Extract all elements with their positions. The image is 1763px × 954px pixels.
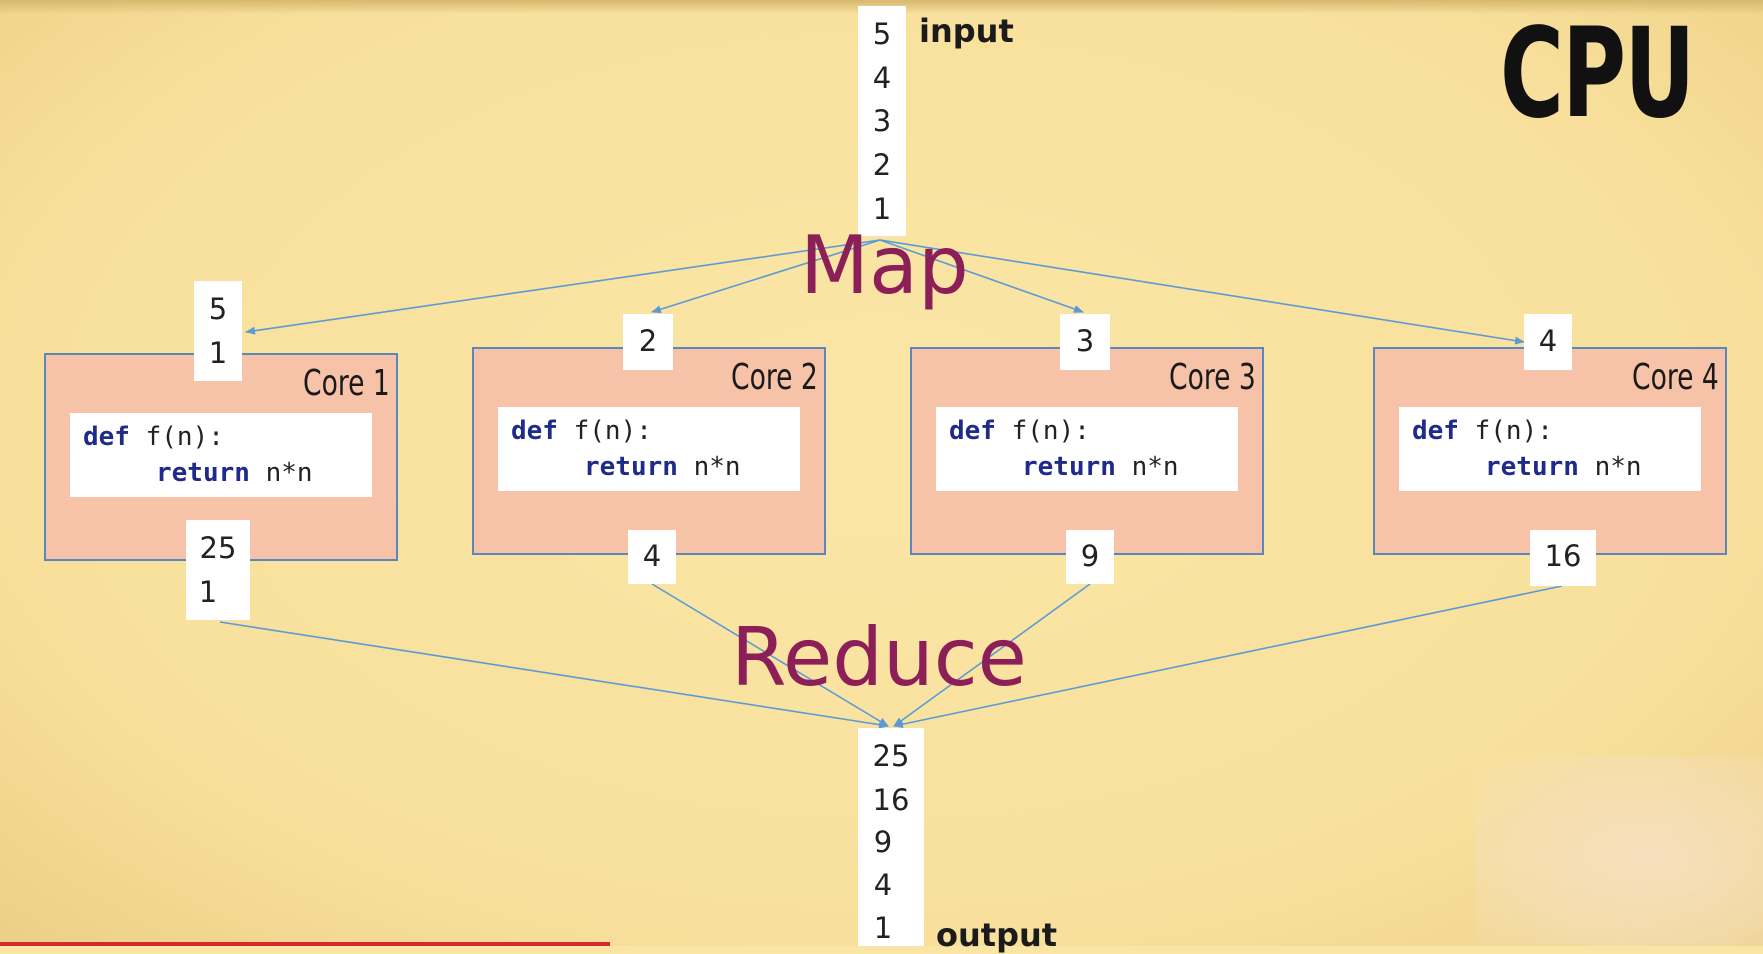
core-input-value: 2	[638, 324, 658, 358]
output-column: 25 16 9 4 1	[858, 728, 924, 946]
core-1-output: 25 1	[186, 520, 250, 620]
reduce-arrow-core-3	[893, 583, 1091, 727]
code-block: def f(n): return n*n	[498, 407, 800, 491]
def-keyword: def	[1412, 416, 1459, 446]
return-expression: n*n	[1115, 452, 1179, 482]
return-keyword: return	[1485, 452, 1579, 482]
core-name: Core 4	[1632, 357, 1719, 398]
page-title: CPU	[1500, 2, 1695, 146]
return-keyword: return	[1022, 452, 1116, 482]
output-value: 4	[873, 868, 893, 902]
core-3-output: 9	[1066, 530, 1114, 584]
output-value: 25	[872, 739, 910, 773]
map-arrow-core-4	[879, 239, 1525, 345]
return-keyword: return	[584, 452, 678, 482]
blurred-overlay	[1475, 756, 1763, 946]
map-arrow-core-2	[651, 239, 881, 314]
core-3-input: 3	[1060, 314, 1110, 370]
core-output-value: 9	[1080, 539, 1100, 573]
output-value: 1	[873, 911, 893, 945]
input-value: 1	[872, 192, 892, 226]
function-signature: f(n):	[557, 416, 652, 446]
def-keyword: def	[511, 416, 558, 446]
core-2-input: 2	[623, 314, 673, 370]
reduce-arrow-core-4	[893, 585, 1563, 729]
input-value: 5	[872, 17, 892, 51]
core-2-output: 4	[628, 530, 676, 584]
function-signature: f(n):	[129, 422, 224, 452]
core-input-value: 5	[208, 292, 228, 326]
def-keyword: def	[949, 416, 996, 446]
map-arrow-core-1	[245, 239, 881, 335]
core-3-box: Core 3 def f(n): return n*n	[910, 347, 1264, 555]
core-input-value: 3	[1075, 324, 1095, 358]
code-block: def f(n): return n*n	[1399, 407, 1701, 491]
core-4-box: Core 4 def f(n): return n*n	[1373, 347, 1727, 555]
input-value: 3	[872, 104, 892, 138]
core-name: Core 3	[1169, 357, 1256, 398]
function-signature: f(n):	[1458, 416, 1553, 446]
input-column: 5 4 3 2 1	[858, 6, 906, 236]
return-expression: n*n	[677, 452, 741, 482]
core-name: Core 2	[731, 357, 818, 398]
reduce-arrow-core-1	[219, 621, 889, 729]
output-value: 9	[873, 825, 893, 859]
core-output-value: 25	[199, 531, 237, 565]
function-signature: f(n):	[995, 416, 1090, 446]
core-name: Core 1	[303, 363, 390, 404]
output-value: 16	[872, 783, 910, 817]
core-input-value: 1	[208, 336, 228, 370]
code-block: def f(n): return n*n	[936, 407, 1238, 491]
core-4-input: 4	[1524, 314, 1572, 370]
core-output-value: 4	[642, 539, 662, 573]
output-label: output	[936, 916, 1058, 954]
map-arrow-core-3	[879, 239, 1084, 313]
input-value: 4	[872, 61, 892, 95]
core-4-output: 16	[1530, 530, 1596, 586]
reduce-arrow-core-2	[651, 583, 889, 727]
core-input-value: 4	[1538, 324, 1558, 358]
reduce-label: Reduce	[731, 611, 1027, 704]
input-label: input	[919, 12, 1014, 50]
core-output-value: 16	[1544, 539, 1582, 573]
code-block: def f(n): return n*n	[70, 413, 372, 497]
return-expression: n*n	[249, 458, 313, 488]
def-keyword: def	[83, 422, 130, 452]
return-expression: n*n	[1578, 452, 1642, 482]
core-1-input: 5 1	[194, 281, 242, 381]
map-label: Map	[800, 219, 969, 312]
return-keyword: return	[156, 458, 250, 488]
progress-line	[0, 942, 610, 946]
input-value: 2	[872, 148, 892, 182]
core-output-value: 1	[198, 575, 218, 609]
core-2-box: Core 2 def f(n): return n*n	[472, 347, 826, 555]
